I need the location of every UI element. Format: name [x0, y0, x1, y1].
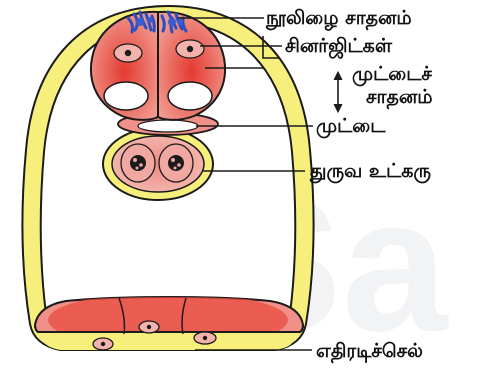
- synergid-vacuole: [104, 82, 148, 110]
- antipodal-cells: [35, 292, 303, 350]
- synergid-vacuole: [168, 82, 212, 110]
- label-filiform-apparatus: நூலிழை சாதனம்: [265, 7, 412, 31]
- synergids: [91, 12, 225, 120]
- label-synergids: சினர்ஜிட்கள்: [285, 35, 393, 59]
- polar-nuclei: [103, 128, 213, 200]
- label-egg-apparatus-2: சாதனம்: [366, 86, 433, 110]
- label-egg: முட்டை: [316, 115, 386, 139]
- label-antipodals: எதிரடிச்செல்: [316, 340, 423, 364]
- label-polar-nuclei: துருவ உட்கரு: [309, 160, 431, 184]
- label-egg-apparatus-1: முட்டைச்: [352, 63, 432, 87]
